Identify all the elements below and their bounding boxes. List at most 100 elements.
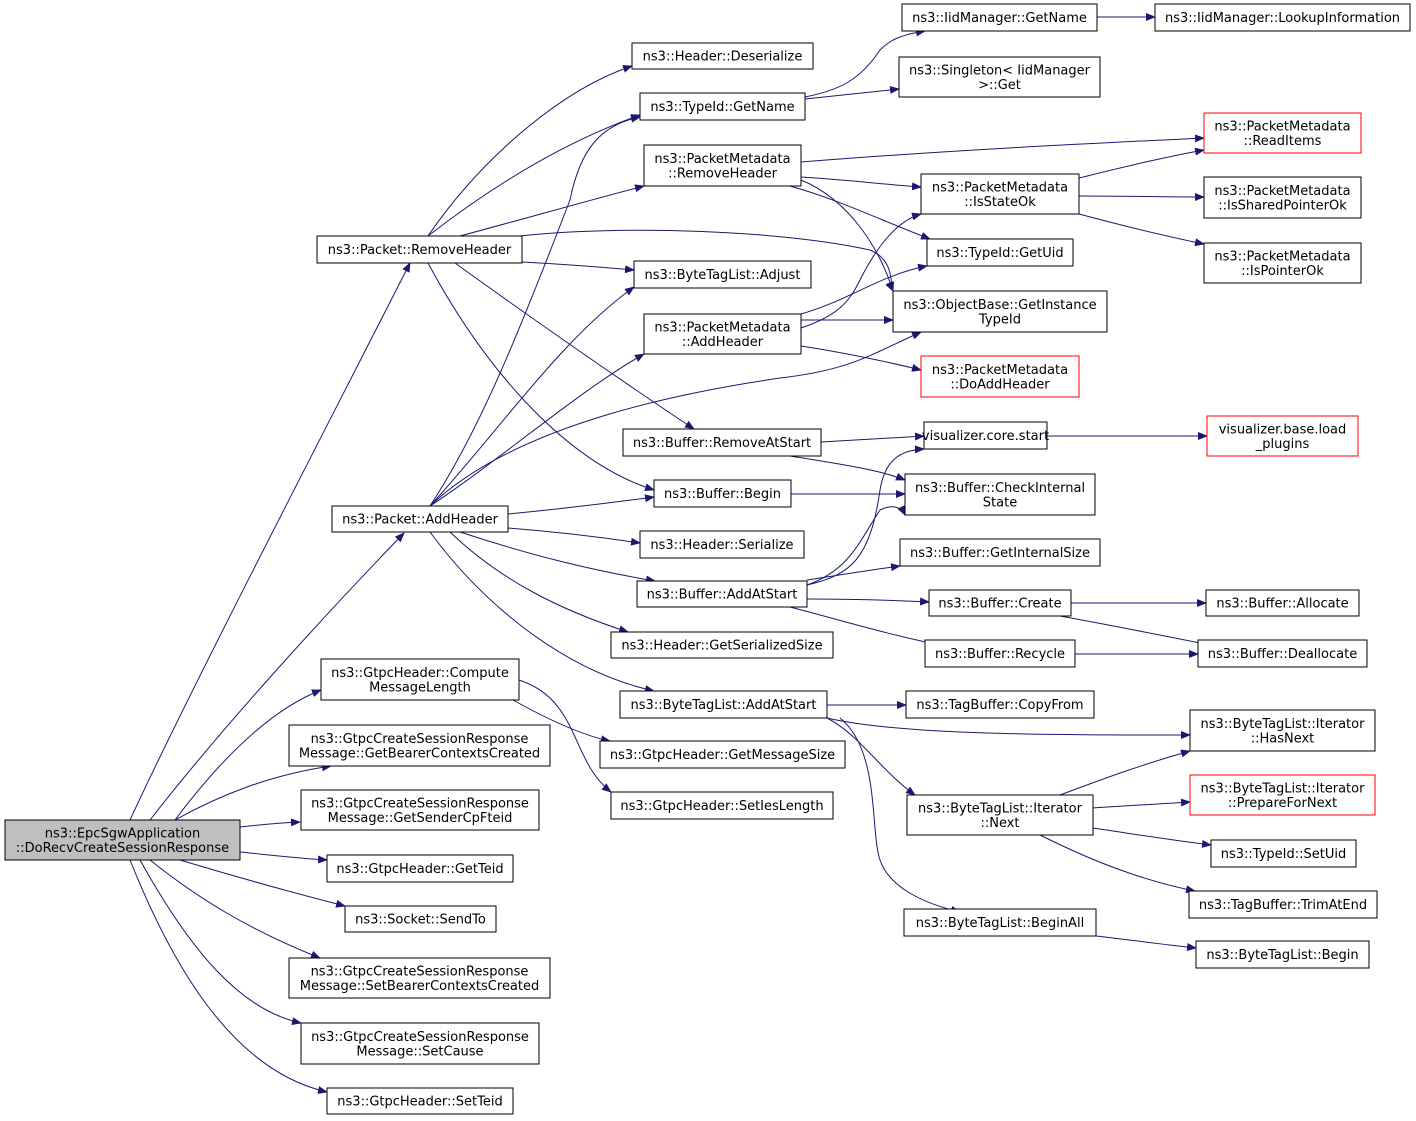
node-label: >::Get bbox=[978, 78, 1021, 93]
node-box bbox=[622, 428, 822, 457]
node-hdr-getserializedsize[interactable]: ns3::Header::GetSerializedSize bbox=[610, 631, 834, 659]
node-box bbox=[1189, 709, 1376, 752]
node-pm-readitems[interactable]: ns3::PacketMetadata::ReadItems bbox=[1203, 112, 1362, 154]
call-edge bbox=[429, 531, 655, 693]
node-root[interactable]: ns3::EpcSgwApplication::DoRecvCreateSess… bbox=[4, 819, 241, 861]
node-label: visualizer.core.start bbox=[922, 429, 1049, 444]
node-pm-doaddheader[interactable]: ns3::PacketMetadata::DoAddHeader bbox=[920, 355, 1080, 398]
node-iid-lookup[interactable]: ns3::IidManager::LookupInformation bbox=[1154, 3, 1411, 32]
call-edge bbox=[800, 176, 922, 191]
call-edge bbox=[1092, 798, 1191, 809]
node-gtpc-getteid[interactable]: ns3::GtpcHeader::GetTeid bbox=[326, 854, 514, 883]
node-gtpc-getmsgsize[interactable]: ns3::GtpcHeader::GetMessageSize bbox=[599, 740, 846, 769]
call-edge bbox=[459, 184, 645, 237]
node-pm-isstateok[interactable]: ns3::PacketMetadata::IsStateOk bbox=[920, 173, 1080, 215]
node-gcsr-getsender[interactable]: ns3::GtpcCreateSessionResponseMessage::G… bbox=[300, 789, 540, 831]
node-label: ns3::Buffer::Recycle bbox=[935, 647, 1065, 662]
node-btl-adjust[interactable]: ns3::ByteTagList::Adjust bbox=[633, 260, 812, 289]
node-box bbox=[331, 505, 509, 533]
node-gcsr-getbearer[interactable]: ns3::GtpcCreateSessionResponseMessage::G… bbox=[288, 724, 551, 767]
node-vis-core-start[interactable]: visualizer.core.start bbox=[922, 421, 1049, 450]
node-label: ns3::TagBuffer::CopyFrom bbox=[916, 698, 1083, 713]
node-buf-removeatstart[interactable]: ns3::Buffer::RemoveAtStart bbox=[622, 428, 822, 457]
node-btl-addatstart[interactable]: ns3::ByteTagList::AddAtStart bbox=[619, 690, 828, 719]
node-pkt-addheader[interactable]: ns3::Packet::AddHeader bbox=[331, 505, 509, 533]
nodes-layer: ns3::EpcSgwApplication::DoRecvCreateSess… bbox=[4, 3, 1411, 1115]
node-label: ns3::Header::Deserialize bbox=[643, 50, 803, 65]
node-pm-issharedptrok[interactable]: ns3::PacketMetadata::IsSharedPointerOk bbox=[1203, 176, 1362, 219]
node-box bbox=[326, 854, 514, 883]
call-edge bbox=[139, 859, 302, 1026]
node-socket-sendto[interactable]: ns3::Socket::SendTo bbox=[344, 905, 497, 933]
node-typeid-getname[interactable]: ns3::TypeId::GetName bbox=[639, 92, 806, 121]
call-edge bbox=[800, 263, 928, 315]
node-label: ns3::PacketMetadata bbox=[932, 180, 1068, 195]
node-tagbuf-copyfrom[interactable]: ns3::TagBuffer::CopyFrom bbox=[905, 690, 1095, 719]
node-buf-begin[interactable]: ns3::Buffer::Begin bbox=[653, 479, 792, 508]
node-box bbox=[920, 355, 1080, 398]
node-pm-isptrok[interactable]: ns3::PacketMetadata::IsPointerOk bbox=[1203, 242, 1362, 284]
call-edge bbox=[806, 563, 901, 581]
node-label: ns3::Socket::SendTo bbox=[355, 913, 486, 928]
node-hdr-serialize[interactable]: ns3::Header::Serialize bbox=[639, 530, 805, 559]
node-gtpc-setteid[interactable]: ns3::GtpcHeader::SetTeid bbox=[326, 1087, 514, 1115]
node-vis-base-load[interactable]: visualizer.base.load_plugins bbox=[1206, 415, 1359, 457]
call-edge bbox=[1039, 834, 1196, 894]
node-box bbox=[901, 3, 1098, 32]
node-box bbox=[1206, 415, 1359, 457]
node-buf-allocate[interactable]: ns3::Buffer::Allocate bbox=[1205, 589, 1360, 617]
node-label: ns3::Buffer::Begin bbox=[664, 487, 781, 502]
node-buf-addatstart[interactable]: ns3::Buffer::AddAtStart bbox=[636, 580, 808, 608]
node-typeid-setuid[interactable]: ns3::TypeId::SetUid bbox=[1210, 839, 1357, 868]
node-typeid-getuid[interactable]: ns3::TypeId::GetUid bbox=[926, 238, 1074, 267]
node-iid-getname[interactable]: ns3::IidManager::GetName bbox=[901, 3, 1098, 32]
call-edge bbox=[806, 597, 930, 606]
node-btl-beginall[interactable]: ns3::ByteTagList::BeginAll bbox=[903, 908, 1097, 937]
node-label: ns3::Packet::AddHeader bbox=[342, 513, 498, 528]
node-buf-deallocate[interactable]: ns3::Buffer::Deallocate bbox=[1197, 639, 1368, 668]
node-gcsr-setbearer[interactable]: ns3::GtpcCreateSessionResponseMessage::S… bbox=[288, 957, 551, 999]
call-edge bbox=[512, 699, 611, 744]
call-edge bbox=[149, 532, 405, 821]
node-box bbox=[610, 791, 834, 820]
node-pkt-removeheader[interactable]: ns3::Packet::RemoveHeader bbox=[316, 235, 523, 264]
call-edge bbox=[804, 28, 926, 98]
node-label: ns3::PacketMetadata bbox=[932, 363, 1068, 378]
node-pm-addheader[interactable]: ns3::PacketMetadata::AddHeader bbox=[643, 313, 802, 355]
node-box bbox=[899, 538, 1101, 567]
node-btli-hasnext[interactable]: ns3::ByteTagList::Iterator::HasNext bbox=[1189, 709, 1376, 752]
node-label: ns3::Buffer::Allocate bbox=[1216, 597, 1348, 612]
node-btli-next[interactable]: ns3::ByteTagList::Iterator::Next bbox=[906, 794, 1094, 836]
node-label: ns3::TypeId::GetName bbox=[650, 100, 794, 115]
node-label: ::IsPointerOk bbox=[1241, 264, 1324, 279]
node-tagbuf-trimatend[interactable]: ns3::TagBuffer::TrimAtEnd bbox=[1188, 890, 1378, 919]
node-label: ns3::PacketMetadata bbox=[1214, 119, 1350, 134]
node-btli-preparefornext[interactable]: ns3::ByteTagList::Iterator::PrepareForNe… bbox=[1189, 774, 1376, 816]
node-label: ns3::Header::Serialize bbox=[650, 538, 793, 553]
node-label: ns3::GtpcHeader::GetMessageSize bbox=[610, 748, 835, 763]
call-edge bbox=[239, 818, 301, 828]
node-buf-create[interactable]: ns3::Buffer::Create bbox=[928, 589, 1072, 617]
node-label: ns3::TagBuffer::TrimAtEnd bbox=[1199, 898, 1367, 913]
node-gtpc-setieslen[interactable]: ns3::GtpcHeader::SetIesLength bbox=[610, 791, 834, 820]
node-btl-begin[interactable]: ns3::ByteTagList::Begin bbox=[1195, 940, 1370, 969]
call-edge bbox=[239, 851, 328, 864]
node-label: ::IsStateOk bbox=[964, 195, 1036, 210]
node-buf-recycle[interactable]: ns3::Buffer::Recycle bbox=[924, 639, 1076, 668]
node-label: ns3::PacketMetadata bbox=[654, 320, 790, 335]
node-label: ns3::Packet::RemoveHeader bbox=[328, 243, 512, 258]
node-label: MessageLength bbox=[369, 680, 471, 695]
node-label: ::DoAddHeader bbox=[950, 377, 1050, 392]
node-gcsr-setcause[interactable]: ns3::GtpcCreateSessionResponseMessage::S… bbox=[300, 1022, 540, 1065]
node-singleton-get[interactable]: ns3::Singleton< IidManager>::Get bbox=[898, 56, 1101, 98]
call-edge bbox=[826, 717, 916, 796]
node-buf-getinternalsize[interactable]: ns3::Buffer::GetInternalSize bbox=[899, 538, 1101, 567]
node-hdr-deserialize[interactable]: ns3::Header::Deserialize bbox=[631, 42, 814, 70]
node-pm-removeheader[interactable]: ns3::PacketMetadata::RemoveHeader bbox=[643, 144, 802, 187]
call-edge bbox=[789, 606, 941, 648]
node-label: ::IsSharedPointerOk bbox=[1218, 198, 1347, 213]
node-box bbox=[1188, 890, 1378, 919]
